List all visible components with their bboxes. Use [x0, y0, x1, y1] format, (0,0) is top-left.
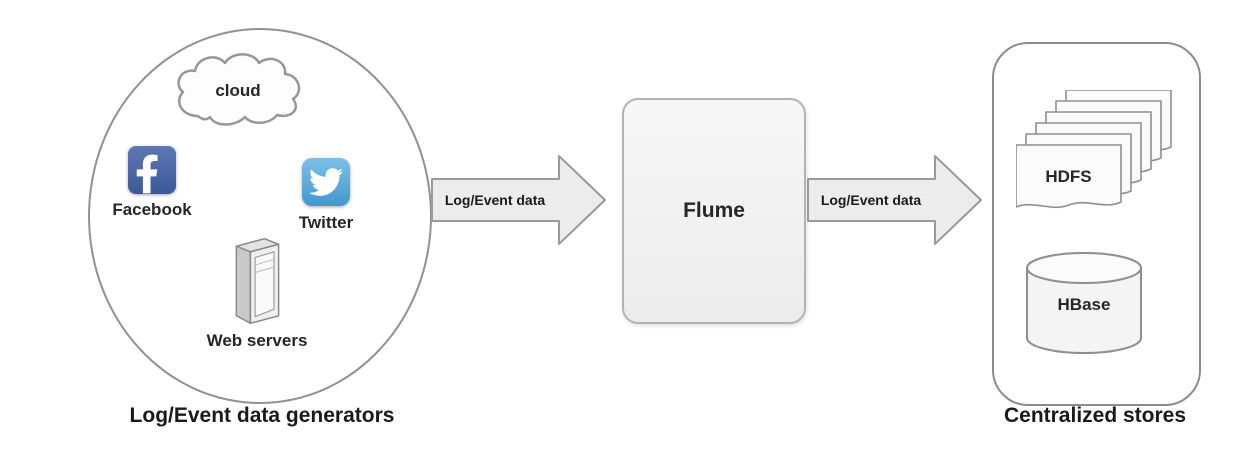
twitter-bird-icon: [309, 168, 343, 196]
arrow-left-label: Log/Event data: [444, 192, 546, 208]
hdfs-stack-icon: [1016, 90, 1172, 209]
twitter-label: Twitter: [298, 213, 354, 232]
web-servers-label: Web servers: [206, 331, 308, 350]
hbase-label: HBase: [1057, 295, 1111, 314]
cloud-label: cloud: [215, 81, 261, 100]
facebook-icon: [128, 146, 176, 194]
web-server-icon: [235, 237, 280, 325]
flow-arrow-left-icon: [431, 155, 606, 245]
facebook-label: Facebook: [112, 200, 192, 219]
flume-node: Flume: [622, 98, 806, 324]
cloud-icon: [177, 53, 301, 126]
generators-group-label: Log/Event data generators: [129, 404, 395, 427]
flume-label: Flume: [683, 199, 745, 222]
stores-group-label: Centralized stores: [1003, 404, 1187, 427]
hdfs-label: HDFS: [1045, 167, 1092, 186]
twitter-icon: [302, 158, 350, 206]
hbase-cylinder-icon: [1026, 252, 1142, 354]
facebook-f-glyph: [136, 154, 158, 194]
flow-arrow-right-icon: [807, 155, 982, 245]
stores-container: HDFS HBase: [992, 42, 1201, 406]
arrow-right-label: Log/Event data: [820, 192, 922, 208]
